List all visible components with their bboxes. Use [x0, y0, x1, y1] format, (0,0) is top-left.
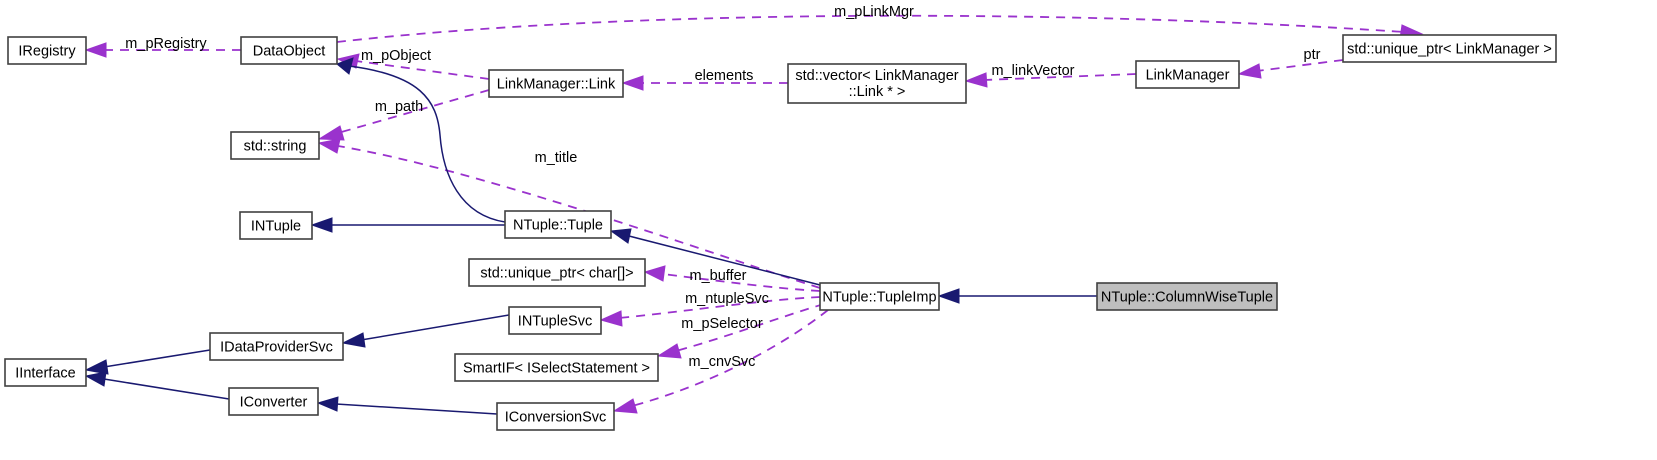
node-linkmanager[interactable]: LinkManager	[1135, 60, 1240, 89]
node-label-iinterface: IInterface	[15, 365, 75, 381]
edge-elements	[621, 75, 788, 91]
node-label-unique-ptr-linkmanager: std::unique_ptr< LinkManager >	[1347, 41, 1552, 57]
node-box-unique-ptr-linkmanager[interactable]	[1342, 34, 1557, 63]
edge-m-pSelector	[656, 303, 825, 359]
edge-inheritance-idataprovidersvc-iinterface	[84, 349, 211, 375]
node-ntuple-tuple[interactable]: NTuple::Tuple	[504, 210, 612, 239]
edge-m-path	[317, 89, 490, 141]
edge-inheritance-iconversionsvc-iconverter	[316, 396, 498, 415]
node-box-iconversionsvc[interactable]	[496, 402, 615, 431]
node-iinterface[interactable]: IInterface	[4, 358, 87, 387]
edge-layer	[84, 14, 1424, 415]
node-box-intuplesvc[interactable]	[508, 306, 602, 335]
edge-label-elements: elements	[695, 68, 754, 84]
node-idataprovidersvc[interactable]: IDataProviderSvc	[209, 332, 344, 361]
node-label-iconverter: IConverter	[240, 394, 308, 410]
node-box-linkmanager-link[interactable]	[488, 69, 624, 98]
node-layer: IRegistry DataObject std::string INTuple…	[4, 34, 1557, 431]
edge-label-m-pRegistry: m_pRegistry	[125, 36, 207, 52]
node-smartif-iselectstatement[interactable]: SmartIF< ISelectStatement >	[454, 353, 659, 382]
node-box-ntuple-tupleimp[interactable]	[819, 282, 940, 311]
edge-m-pRegistry	[84, 42, 241, 58]
node-box-stdstring[interactable]	[230, 131, 320, 160]
node-box-iinterface[interactable]	[4, 358, 87, 387]
node-dataobject[interactable]: DataObject	[240, 36, 338, 65]
node-box-idataprovidersvc[interactable]	[209, 332, 344, 361]
node-linkmanager-link[interactable]: LinkManager::Link	[488, 69, 624, 98]
node-box-unique-ptr-char[interactable]	[468, 258, 646, 287]
edge-label-m-ntupleSvc: m_ntupleSvc	[685, 291, 769, 307]
node-ntuple-columnwisetuple[interactable]: NTuple::ColumnWiseTuple	[1096, 282, 1278, 311]
edge-m-cnvSvc	[612, 309, 829, 414]
edge-inheritance-intuplesvc-idataprovidersvc	[341, 314, 510, 348]
node-box-vector-linkmanager-link[interactable]	[787, 63, 967, 104]
edge-inheritance-tupleimp-tuple	[609, 228, 821, 286]
edge-m-buffer	[643, 265, 821, 292]
node-unique-ptr-char[interactable]: std::unique_ptr< char[]>	[468, 258, 646, 287]
node-iregistry[interactable]: IRegistry	[7, 36, 87, 65]
node-box-ntuple-tuple[interactable]	[504, 210, 612, 239]
edge-label-m-linkVector: m_linkVector	[991, 63, 1074, 79]
edge-inheritance-tuple-dataobject	[336, 57, 506, 223]
node-box-dataobject[interactable]	[240, 36, 338, 65]
node-vector-linkmanager-link[interactable]: std::vector< LinkManager ::Link * >	[787, 63, 967, 104]
node-ntuple-tupleimp[interactable]: NTuple::TupleImp	[819, 282, 940, 311]
edge-m-ntupleSvc	[599, 296, 821, 327]
node-label-ntuple-tupleimp: NTuple::TupleImp	[822, 289, 936, 305]
node-label-vector-linkmanager-link-line2: ::Link * >	[849, 84, 906, 100]
node-iconverter[interactable]: IConverter	[228, 387, 319, 416]
edge-ptr	[1237, 59, 1344, 79]
node-box-smartif[interactable]	[454, 353, 659, 382]
node-label-vector-linkmanager-link-line1: std::vector< LinkManager	[795, 68, 958, 84]
node-intuplesvc[interactable]: INTupleSvc	[508, 306, 602, 335]
node-label-iregistry: IRegistry	[18, 43, 76, 59]
edge-label-m-pSelector: m_pSelector	[681, 316, 763, 332]
edge-inheritance-tuple-intuple	[310, 217, 505, 233]
edge-m-linkVector	[964, 72, 1137, 88]
node-label-ntuple-tuple: NTuple::Tuple	[513, 217, 603, 233]
edge-inheritance-iconverter-iinterface	[84, 371, 230, 400]
edge-label-m-title: m_title	[535, 150, 578, 166]
node-box-intuple[interactable]	[239, 211, 313, 240]
node-label-unique-ptr-char: std::unique_ptr< char[]>	[480, 265, 633, 281]
node-label-idataprovidersvc: IDataProviderSvc	[220, 339, 333, 355]
node-unique-ptr-linkmanager[interactable]: std::unique_ptr< LinkManager >	[1342, 34, 1557, 63]
node-box-iregistry[interactable]	[7, 36, 87, 65]
edge-label-m-pObject: m_pObject	[361, 48, 431, 64]
node-stdstring[interactable]: std::string	[230, 131, 320, 160]
edge-inheritance-columnwise-tupleimp	[937, 288, 1097, 304]
node-label-intuple: INTuple	[251, 218, 301, 234]
edge-label-ptr: ptr	[1304, 47, 1321, 63]
node-label-linkmanager-link: LinkManager::Link	[497, 76, 616, 92]
edge-label-m-path: m_path	[375, 99, 423, 115]
node-intuple[interactable]: INTuple	[239, 211, 313, 240]
node-label-iconversionsvc: IConversionSvc	[505, 409, 607, 425]
node-label-stdstring: std::string	[244, 138, 307, 154]
node-box-ntuple-columnwisetuple[interactable]	[1096, 282, 1278, 311]
edge-label-m-pLinkMgr: m_pLinkMgr	[834, 4, 914, 20]
node-box-iconverter[interactable]	[228, 387, 319, 416]
node-label-ntuple-columnwisetuple: NTuple::ColumnWiseTuple	[1101, 289, 1273, 305]
node-label-linkmanager: LinkManager	[1146, 67, 1230, 83]
node-iconversionsvc[interactable]: IConversionSvc	[496, 402, 615, 431]
node-label-intuplesvc: INTupleSvc	[518, 313, 592, 329]
node-label-dataobject: DataObject	[253, 43, 326, 59]
node-box-linkmanager[interactable]	[1135, 60, 1240, 89]
edge-label-m-cnvSvc: m_cnvSvc	[689, 354, 756, 370]
edge-label-m-buffer: m_buffer	[690, 268, 747, 284]
edge-label-layer: m_pRegistry m_pObject m_pLinkMgr m_path …	[125, 4, 1320, 370]
node-label-smartif: SmartIF< ISelectStatement >	[463, 360, 650, 376]
